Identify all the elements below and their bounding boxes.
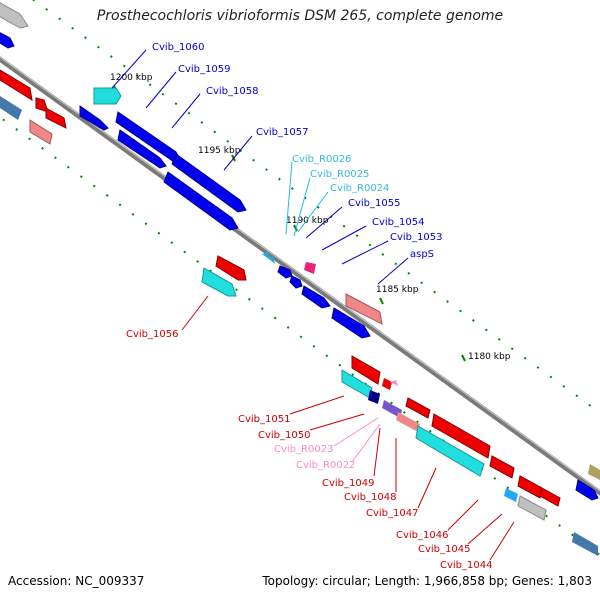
label-cvib-r0024: Cvib_R0024 [330,183,389,194]
label-cvib-1056: Cvib_1056 [126,329,178,340]
gene-red-left-3[interactable] [45,107,67,129]
reverse-strand-genes [0,69,598,556]
reverse-labels: Cvib_1056 Cvib_1051 Cvib_1050 Cvib_R0023… [126,295,515,571]
gene-right-olive[interactable] [588,464,600,480]
gene-left-edge-blue[interactable] [0,30,15,49]
gene-right-bottom-steel[interactable] [572,532,598,556]
label-cvib-r0025: Cvib_R0025 [310,169,369,180]
gene-salmon-mid[interactable] [345,293,383,325]
label-cvib-1059: Cvib_1059 [178,64,230,75]
label-cvib-1054: Cvib_1054 [372,217,424,228]
gene-cvib-r0025[interactable] [268,256,275,264]
gene-salmon-left[interactable] [29,119,53,145]
accession-label: Accession: NC_009337 [8,574,145,588]
gene-left-edge-gray[interactable] [0,0,29,29]
label-cvib-1050: Cvib_1050 [258,430,310,441]
gene-cvib-1055[interactable] [277,265,293,279]
gene-cvib-1050[interactable] [368,390,380,404]
kbp-labels: 1200 kbp 1195 kbp 1190 kbp 1185 kbp 1180… [110,73,511,362]
gene-cvib-1051-red[interactable] [351,355,381,385]
gene-cvib-1057b[interactable] [163,171,239,231]
gene-cvib-1056-red[interactable] [215,255,247,281]
gene-cvib-1047-red[interactable] [431,413,491,459]
genome-summary: Topology: circular; Length: 1,966,858 bp… [262,574,592,588]
tick-marks [0,0,600,556]
gene-cvib-1056[interactable] [201,267,237,297]
kbp-label-1195: 1195 kbp [198,146,241,156]
label-cvib-1060: Cvib_1060 [152,42,204,53]
genome-backbone-highlight [0,56,600,492]
label-cvib-1051: Cvib_1051 [238,414,290,425]
gene-cvib-1060[interactable] [93,87,122,105]
genome-backbone [0,56,600,496]
gene-cvib-1053[interactable] [301,285,331,309]
gene-cvib-1046[interactable] [489,455,515,479]
label-cvib-r0023: Cvib_R0023 [274,444,333,455]
kbp-label-1200: 1200 kbp [110,73,153,83]
gene-cvib-r0024[interactable] [304,262,316,274]
genome-title: Prosthecochloris vibrioformis DSM 265, c… [96,8,504,24]
label-cvib-1053: Cvib_1053 [390,232,442,243]
label-cvib-1058: Cvib_1058 [206,86,258,97]
label-cvib-1047: Cvib_1047 [366,508,418,519]
forward-labels: Cvib_1060 Cvib_1059 Cvib_1058 Cvib_1057 … [111,42,442,285]
label-cvib-1044: Cvib_1044 [440,560,492,571]
label-cvib-1057: Cvib_1057 [256,127,308,138]
gene-cvib-1059[interactable] [79,105,109,131]
gene-cvib-1057[interactable] [171,153,247,213]
gene-cvib-1048-red[interactable] [405,397,431,419]
gene-cvib-1045[interactable] [504,488,518,502]
gene-cvib-1058b[interactable] [117,129,167,169]
gene-right-bottom-blue[interactable] [575,479,599,501]
kbp-label-1190: 1190 kbp [286,216,329,226]
label-cvib-1046: Cvib_1046 [396,530,448,541]
kbp-label-1180: 1180 kbp [468,352,511,362]
label-cvib-1048: Cvib_1048 [344,492,396,503]
gene-cvib-1049[interactable] [382,400,402,418]
gene-cvib-1048[interactable] [396,412,420,432]
label-cvib-1049: Cvib_1049 [322,478,374,489]
gene-red-left-1[interactable] [0,69,33,102]
gene-cvib-r0022[interactable] [390,380,398,386]
gene-cvib-r0023[interactable] [382,378,392,390]
kbp-label-1185: 1185 kbp [376,285,419,295]
gene-cvib-1047[interactable] [415,425,485,477]
gene-asps[interactable] [331,307,371,339]
label-cvib-r0022: Cvib_R0022 [296,460,355,471]
gene-cvib-1054[interactable] [289,275,303,289]
label-cvib-1045: Cvib_1045 [418,544,470,555]
forward-strand-genes [0,0,600,501]
label-cvib-r0026: Cvib_R0026 [292,154,351,165]
label-asps: aspS [410,249,434,260]
gene-steel-left[interactable] [0,96,22,120]
label-cvib-1055: Cvib_1055 [348,198,400,209]
gene-cvib-1044[interactable] [517,495,547,521]
gene-cvib-1045-red[interactable] [517,475,543,499]
gene-cvib-1044-red[interactable] [539,487,561,507]
